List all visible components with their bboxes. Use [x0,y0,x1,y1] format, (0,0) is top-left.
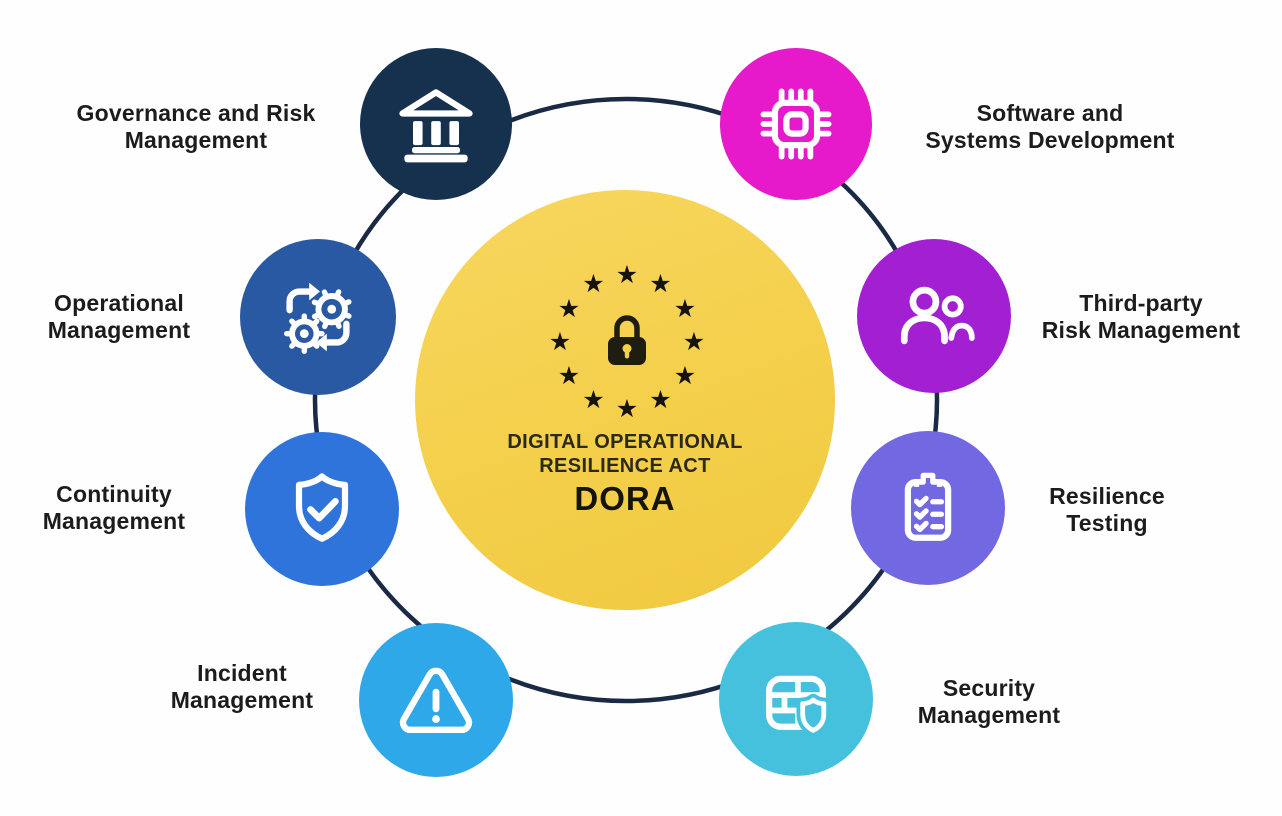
node-resilience [851,431,1005,585]
node-governance [360,48,512,200]
label-line: Governance and Risk [76,100,316,126]
eu-star: ★ [673,294,697,323]
eu-star: ★ [649,269,672,298]
gears-icon [283,282,352,354]
label-line: Risk Management [1041,317,1241,343]
label-line: Systems Development [925,127,1175,153]
label-software: Software and Systems Development [900,100,1200,154]
label-governance: Governance and Risk Management [46,100,346,154]
bank-icon [399,89,473,163]
dora-center-circle: ★★★★★★★★★★★★ DIGITAL OPERATIONAL RESILIE… [415,190,835,610]
lock-icon [608,315,646,365]
firewall-shield-icon [766,675,831,737]
label-line: Management [917,702,1061,728]
people-icon [900,286,975,345]
label-line: Testing [1066,510,1148,536]
eu-star: ★ [557,361,581,390]
dora-title: DIGITAL OPERATIONAL RESILIENCE ACT [415,430,835,478]
eu-star: ★ [548,328,572,356]
label-operational: Operational Management [0,290,238,344]
eu-star: ★ [649,386,672,415]
label-security: Security Management [869,675,1109,729]
clipboard-checklist-icon [904,472,952,541]
label-incident: Incident Management [122,660,362,714]
label-continuity: Continuity Management [0,481,228,535]
shield-check-icon [295,473,349,542]
label-line: Continuity [56,481,172,507]
node-software [720,48,872,200]
eu-star: ★ [582,269,605,298]
eu-star: ★ [615,261,639,289]
label-line: Management [124,127,268,153]
label-line: Management [47,317,191,343]
eu-star: ★ [673,361,697,390]
node-operational [240,239,396,395]
eu-stars-icon: ★★★★★★★★★★★★ [415,190,835,610]
label-thirdparty: Third-party Risk Management [1000,290,1282,344]
eu-star: ★ [557,294,581,323]
label-line: Security [942,675,1036,701]
chip-icon [760,88,832,160]
dora-title-line1: DIGITAL OPERATIONAL [507,431,743,453]
label-line: Third-party [1079,290,1203,316]
dora-acronym: DORA [574,480,676,517]
label-line: Management [42,508,186,534]
node-thirdparty [857,239,1011,393]
eu-star: ★ [682,328,706,356]
label-line: Management [170,687,314,713]
node-security [719,622,873,776]
node-continuity [245,432,399,586]
dora-title-line2: RESILIENCE ACT [539,455,711,477]
eu-star: ★ [582,386,605,415]
warning-triangle-icon [399,667,473,734]
label-line: Resilience [1049,483,1165,509]
label-resilience: Resilience Testing [987,483,1227,537]
label-line: Operational [53,290,184,316]
label-line: Incident [197,660,287,686]
label-line: Software and [976,100,1124,126]
eu-star: ★ [615,395,639,423]
node-incident [359,623,513,777]
